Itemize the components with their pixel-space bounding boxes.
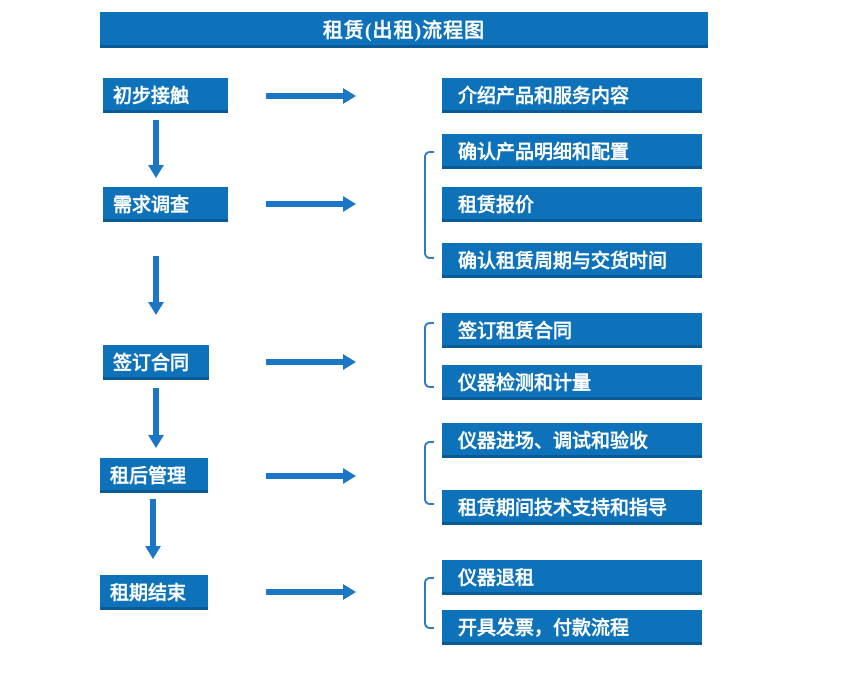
- right-arrow-icon: [266, 354, 356, 370]
- arrow-shaft: [153, 256, 159, 302]
- group-bracket-sign-contract: [424, 322, 434, 388]
- step-box-sign-contract: 签订合同: [103, 345, 209, 380]
- arrow-head: [343, 196, 356, 212]
- down-arrow-icon: [148, 256, 164, 315]
- arrow-shaft: [153, 388, 159, 435]
- down-arrow-icon: [145, 499, 161, 559]
- page-title: 租赁(出租)流程图: [322, 20, 486, 42]
- output-box-sign-rental-contract: 签订租赁合同: [442, 313, 702, 348]
- arrow-head: [148, 302, 164, 315]
- group-bracket-post-rental: [424, 441, 434, 505]
- output-box-instrument-inspection: 仪器检测和计量: [442, 365, 702, 400]
- arrow-head: [148, 165, 164, 178]
- arrow-head: [145, 546, 161, 559]
- arrow-shaft: [266, 473, 344, 479]
- output-box-technical-support: 租赁期间技术支持和指导: [442, 490, 702, 525]
- down-arrow-icon: [148, 388, 164, 448]
- output-box-confirm-rental-period: 确认租赁周期与交货时间: [442, 243, 702, 278]
- arrow-head: [148, 435, 164, 448]
- arrow-shaft: [266, 93, 344, 99]
- right-arrow-icon: [266, 468, 356, 484]
- step-box-rental-end: 租期结束: [100, 575, 208, 610]
- right-arrow-icon: [266, 584, 356, 600]
- right-arrow-icon: [266, 88, 356, 104]
- down-arrow-icon: [148, 120, 164, 178]
- arrow-shaft: [266, 201, 344, 207]
- output-box-introduce-products: 介绍产品和服务内容: [442, 78, 702, 113]
- output-box-rental-quote: 租赁报价: [442, 187, 702, 222]
- step-box-initial-contact: 初步接触: [103, 78, 228, 113]
- output-box-instrument-return: 仪器退租: [442, 560, 702, 595]
- arrow-shaft: [266, 589, 344, 595]
- arrow-head: [343, 88, 356, 104]
- output-box-instrument-setup: 仪器进场、调试和验收: [442, 423, 702, 458]
- step-box-post-rental-management: 租后管理: [100, 458, 208, 493]
- arrow-head: [343, 354, 356, 370]
- group-bracket-rental-end: [424, 577, 434, 629]
- output-box-invoice-payment: 开具发票，付款流程: [442, 610, 702, 645]
- arrow-shaft: [150, 499, 156, 546]
- arrow-shaft: [153, 120, 159, 165]
- title-bar: 租赁(出租)流程图: [100, 12, 708, 48]
- right-arrow-icon: [266, 196, 356, 212]
- output-box-confirm-product-details: 确认产品明细和配置: [442, 134, 702, 169]
- step-box-demand-survey: 需求调查: [103, 187, 228, 222]
- arrow-head: [343, 468, 356, 484]
- arrow-shaft: [266, 359, 344, 365]
- group-bracket-demand-survey: [424, 151, 434, 259]
- arrow-head: [343, 584, 356, 600]
